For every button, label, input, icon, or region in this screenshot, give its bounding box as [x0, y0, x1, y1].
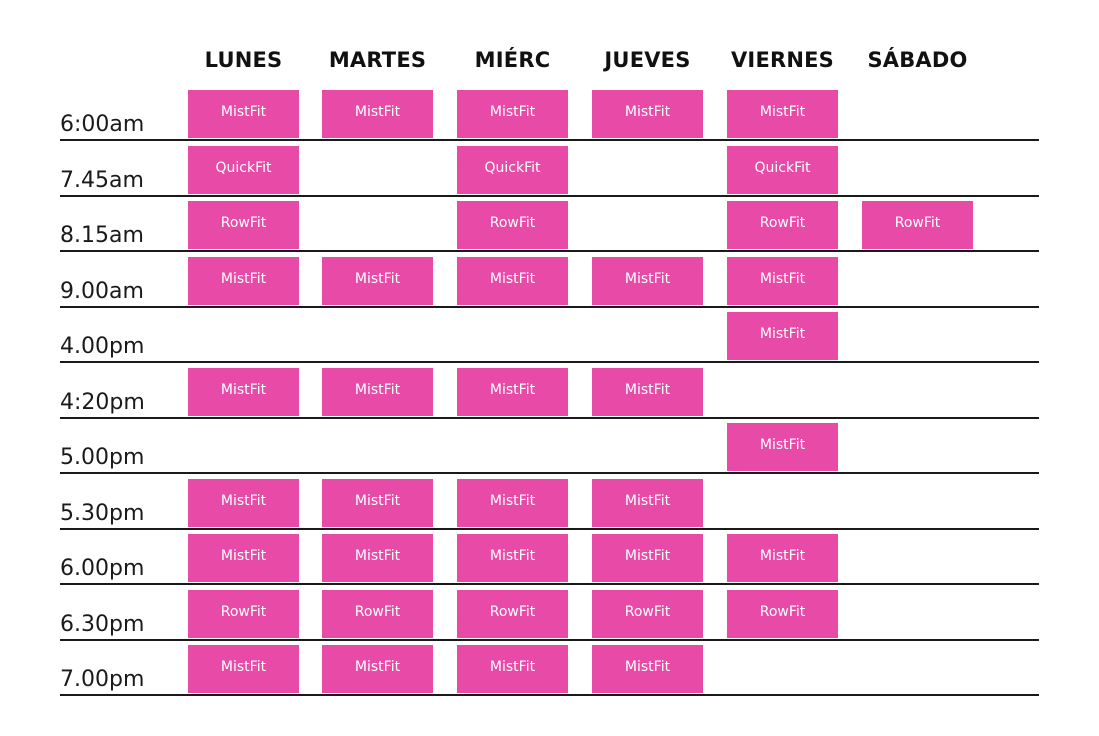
time-label: 6:00am: [60, 112, 145, 137]
class-cell-mistfit[interactable]: MistFit: [592, 534, 703, 582]
row-divider: [60, 639, 1039, 641]
time-label: 8.15am: [60, 223, 144, 248]
class-cell-mistfit[interactable]: MistFit: [457, 257, 568, 305]
time-label: 6.30pm: [60, 612, 145, 637]
class-cell-mistfit[interactable]: MistFit: [322, 368, 433, 416]
time-label: 5.30pm: [60, 501, 145, 526]
day-header-3: MIÉRC: [474, 48, 551, 72]
class-cell-mistfit[interactable]: MistFit: [322, 257, 433, 305]
day-header-2: MARTES: [328, 48, 427, 72]
row-divider: [60, 361, 1039, 363]
class-cell-rowfit[interactable]: RowFit: [457, 590, 568, 638]
time-label: 4:20pm: [60, 390, 145, 415]
class-cell-mistfit[interactable]: MistFit: [188, 645, 299, 693]
class-cell-mistfit[interactable]: MistFit: [457, 90, 568, 138]
class-cell-mistfit[interactable]: MistFit: [592, 368, 703, 416]
class-cell-quickfit[interactable]: QuickFit: [727, 146, 838, 194]
class-cell-rowfit[interactable]: RowFit: [592, 590, 703, 638]
day-header-5: VIERNES: [730, 48, 835, 72]
row-divider: [60, 528, 1039, 530]
class-cell-mistfit[interactable]: MistFit: [592, 479, 703, 527]
row-divider: [60, 472, 1039, 474]
class-cell-mistfit[interactable]: MistFit: [457, 534, 568, 582]
class-cell-mistfit[interactable]: MistFit: [322, 534, 433, 582]
time-label: 5.00pm: [60, 445, 145, 470]
class-cell-mistfit[interactable]: MistFit: [727, 90, 838, 138]
time-label: 7.45am: [60, 168, 144, 193]
class-cell-rowfit[interactable]: RowFit: [727, 201, 838, 249]
class-cell-rowfit[interactable]: RowFit: [322, 590, 433, 638]
class-cell-mistfit[interactable]: MistFit: [592, 645, 703, 693]
class-cell-quickfit[interactable]: QuickFit: [457, 146, 568, 194]
class-cell-rowfit[interactable]: RowFit: [862, 201, 973, 249]
class-cell-mistfit[interactable]: MistFit: [322, 479, 433, 527]
class-cell-mistfit[interactable]: MistFit: [188, 368, 299, 416]
time-label: 9.00am: [60, 279, 144, 304]
class-cell-rowfit[interactable]: RowFit: [188, 201, 299, 249]
class-cell-rowfit[interactable]: RowFit: [188, 590, 299, 638]
class-cell-mistfit[interactable]: MistFit: [592, 257, 703, 305]
row-divider: [60, 250, 1039, 252]
class-cell-mistfit[interactable]: MistFit: [188, 534, 299, 582]
class-cell-mistfit[interactable]: MistFit: [322, 645, 433, 693]
day-header-6: SÁBADO: [867, 48, 968, 72]
row-divider: [60, 139, 1039, 141]
class-cell-mistfit[interactable]: MistFit: [457, 645, 568, 693]
class-cell-mistfit[interactable]: MistFit: [188, 90, 299, 138]
class-cell-mistfit[interactable]: MistFit: [592, 90, 703, 138]
class-cell-mistfit[interactable]: MistFit: [727, 423, 838, 471]
class-cell-rowfit[interactable]: RowFit: [727, 590, 838, 638]
row-divider: [60, 583, 1039, 585]
class-cell-mistfit[interactable]: MistFit: [727, 257, 838, 305]
class-cell-mistfit[interactable]: MistFit: [457, 368, 568, 416]
class-cell-mistfit[interactable]: MistFit: [457, 479, 568, 527]
day-header-1: LUNES: [204, 48, 283, 72]
row-divider: [60, 694, 1039, 696]
class-cell-mistfit[interactable]: MistFit: [727, 312, 838, 360]
class-cell-mistfit[interactable]: MistFit: [188, 257, 299, 305]
class-cell-quickfit[interactable]: QuickFit: [188, 146, 299, 194]
class-cell-rowfit[interactable]: RowFit: [457, 201, 568, 249]
row-divider: [60, 417, 1039, 419]
day-header-4: JUEVES: [604, 48, 691, 72]
row-divider: [60, 195, 1039, 197]
time-label: 7.00pm: [60, 667, 145, 692]
class-cell-mistfit[interactable]: MistFit: [188, 479, 299, 527]
class-cell-mistfit[interactable]: MistFit: [322, 90, 433, 138]
class-cell-mistfit[interactable]: MistFit: [727, 534, 838, 582]
time-label: 4.00pm: [60, 334, 145, 359]
row-divider: [60, 306, 1039, 308]
time-label: 6.00pm: [60, 556, 145, 581]
